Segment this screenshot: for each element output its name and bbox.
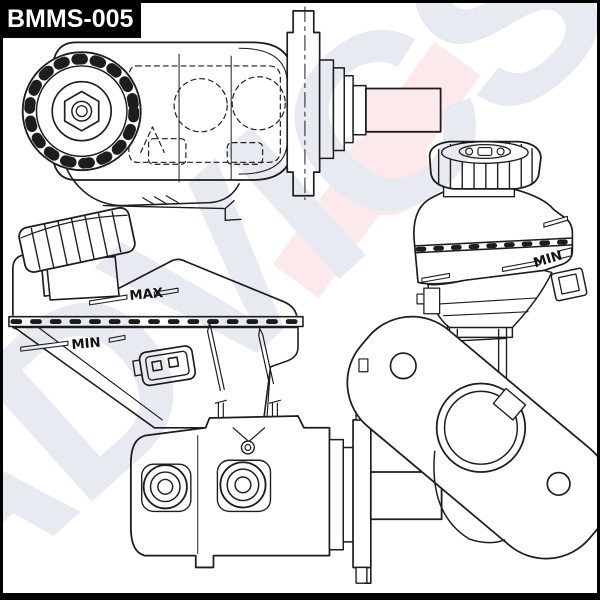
hidden-lines xyxy=(128,65,286,165)
part-number-text: BMMS-005 xyxy=(7,5,134,33)
line-art: MAX MIN MIN xyxy=(8,6,597,584)
flange-bolt-hole-lower xyxy=(546,471,571,496)
reservoir-seam xyxy=(8,315,304,329)
technical-drawing: MAX MIN MIN xyxy=(3,3,597,593)
reservoir-cap-side-view xyxy=(18,206,136,273)
reservoir-lug xyxy=(550,267,588,302)
level-sensor-connector xyxy=(132,345,197,387)
level-marks: MAX MIN xyxy=(20,286,179,353)
outlet-ports xyxy=(140,440,272,513)
top-view-drawing xyxy=(21,6,442,222)
part-number-badge: BMMS-005 xyxy=(3,3,142,38)
push-rod-side-view xyxy=(369,471,443,521)
reservoir-body xyxy=(12,250,298,321)
rear-view-drawing: MIN xyxy=(346,140,597,560)
side-view-drawing: MAX MIN xyxy=(8,206,443,584)
min-level-label: MIN xyxy=(71,336,101,353)
reservoir-cap-top-view xyxy=(21,51,142,172)
reservoir-cap-rear-view xyxy=(428,140,542,198)
flange-bolt-hole-upper xyxy=(389,352,417,380)
watermark-rod-tint xyxy=(365,88,441,132)
mounting-flange-plate xyxy=(286,10,321,197)
mounting-strap xyxy=(59,147,242,222)
rear-mounting-flange xyxy=(346,315,597,560)
rear-reservoir-seam xyxy=(414,237,574,254)
max-level-label: MAX xyxy=(129,286,164,304)
